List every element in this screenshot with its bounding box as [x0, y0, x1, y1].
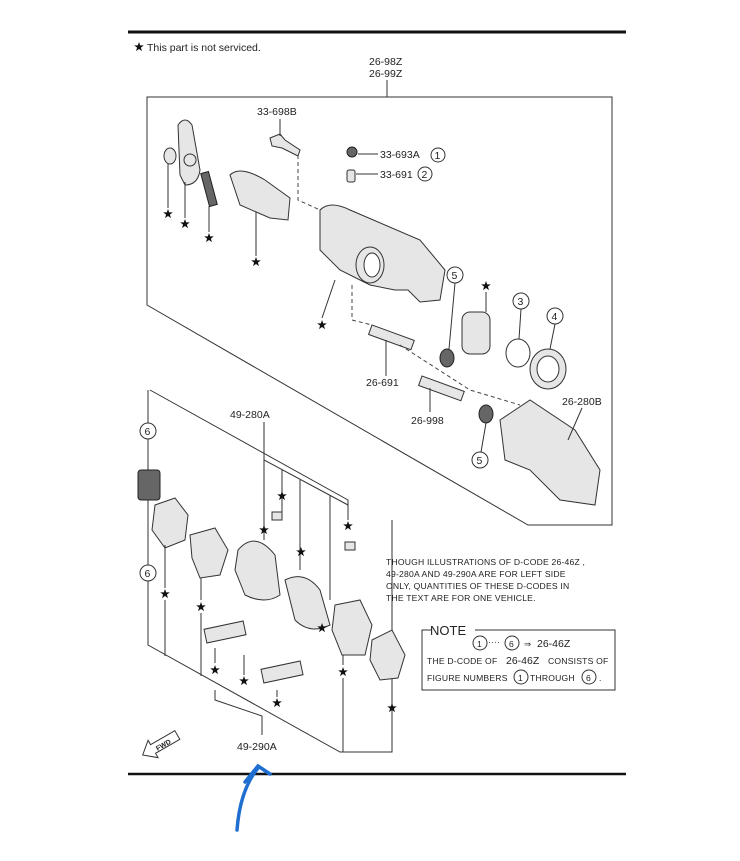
assembly-code-2: 26-99Z [369, 68, 403, 80]
figure-number-1: 1 [430, 147, 446, 163]
label-bleeder: 33-691 [380, 169, 413, 181]
svg-text:4: 4 [552, 311, 558, 323]
svg-text:CONSISTS OF: CONSISTS OF [548, 656, 608, 666]
star-icon [343, 521, 353, 531]
svg-text:⇒: ⇒ [524, 639, 532, 649]
legend-text: This part is not serviced. [147, 42, 261, 54]
svg-text:26-46Z: 26-46Z [506, 655, 540, 667]
label-guide-pin-2: 26-998 [411, 415, 444, 427]
svg-text:49-280A AND 49-290A ARE FOR L: 49-280A AND 49-290A ARE FOR LEFT SIDE [386, 569, 566, 579]
figure-number-6b: 6 [139, 564, 157, 582]
forward-direction-icon: FWD [142, 729, 181, 759]
svg-text:THE D-CODE OF: THE D-CODE OF [427, 656, 497, 666]
label-guide-pin-1: 26-691 [366, 377, 399, 389]
annotation-arrow-icon [235, 763, 272, 832]
star-icon [196, 602, 206, 612]
not-serviced-markers-upper [163, 164, 491, 330]
svg-text:6: 6 [145, 568, 151, 580]
svg-text:5: 5 [477, 455, 483, 467]
star-icon [272, 698, 282, 708]
star-icon [163, 209, 173, 219]
figure-number-3: 3 [512, 292, 530, 340]
note-box: NOTE 1 ···· 6 ⇒ 26-46Z THE D-CODE OF 26-… [421, 623, 616, 691]
star-icon [134, 42, 144, 52]
svg-text:6: 6 [145, 426, 151, 438]
note-title: NOTE [430, 623, 466, 638]
star-icon [180, 219, 190, 229]
star-icon [204, 233, 214, 243]
figure-number-5a: 5 [446, 266, 464, 350]
svg-text:THE TEXT ARE FOR ONE VEHICLE.: THE TEXT ARE FOR ONE VEHICLE. [386, 593, 536, 603]
star-icon [160, 589, 170, 599]
svg-text:1: 1 [435, 150, 441, 162]
figure-number-5b: 5 [471, 422, 489, 469]
svg-text:1: 1 [477, 639, 482, 649]
figure-number-4: 4 [546, 307, 564, 350]
svg-text:1: 1 [518, 673, 523, 683]
label-bolt: 33-698B [257, 106, 297, 118]
svg-text:ONLY, QUANTITIES OF THESE D-CO: ONLY, QUANTITIES OF THESE D-CODES IN [386, 581, 569, 591]
label-pads: 49-280A [230, 409, 270, 421]
svg-text:THOUGH ILLUSTRATIONS OF D-CODE: THOUGH ILLUSTRATIONS OF D-CODE 26-46Z , [386, 557, 585, 567]
star-icon [296, 547, 306, 557]
svg-text:2: 2 [422, 169, 428, 181]
svg-text:6: 6 [586, 673, 591, 683]
svg-text:6: 6 [509, 639, 514, 649]
figure-number-2: 2 [417, 166, 433, 182]
info-text: THOUGH ILLUSTRATIONS OF D-CODE 26-46Z , … [386, 557, 585, 603]
svg-text:26-46Z: 26-46Z [537, 638, 571, 650]
svg-text:5: 5 [452, 270, 458, 282]
svg-text:.: . [599, 673, 602, 683]
star-icon [338, 667, 348, 677]
svg-text:3: 3 [518, 296, 524, 308]
caliper-parts [163, 119, 601, 506]
pad-parts [137, 469, 406, 684]
caliper-assembly-box [146, 96, 613, 526]
assembly-code-1: 26-98Z [369, 56, 403, 68]
star-icon [317, 320, 327, 330]
star-icon [251, 257, 261, 267]
svg-text:THROUGH: THROUGH [530, 673, 575, 683]
label-bracket: 26-280B [562, 396, 602, 408]
star-icon [210, 665, 220, 675]
label-shims: 49-290A [237, 741, 277, 753]
svg-text:····: ···· [488, 637, 500, 647]
label-cap: 33-693A [380, 149, 420, 161]
star-icon [239, 676, 249, 686]
svg-text:FIGURE NUMBERS: FIGURE NUMBERS [427, 673, 508, 683]
figure-number-6a: 6 [139, 422, 157, 440]
not-serviced-markers-lower [160, 491, 397, 752]
star-icon [481, 281, 491, 291]
